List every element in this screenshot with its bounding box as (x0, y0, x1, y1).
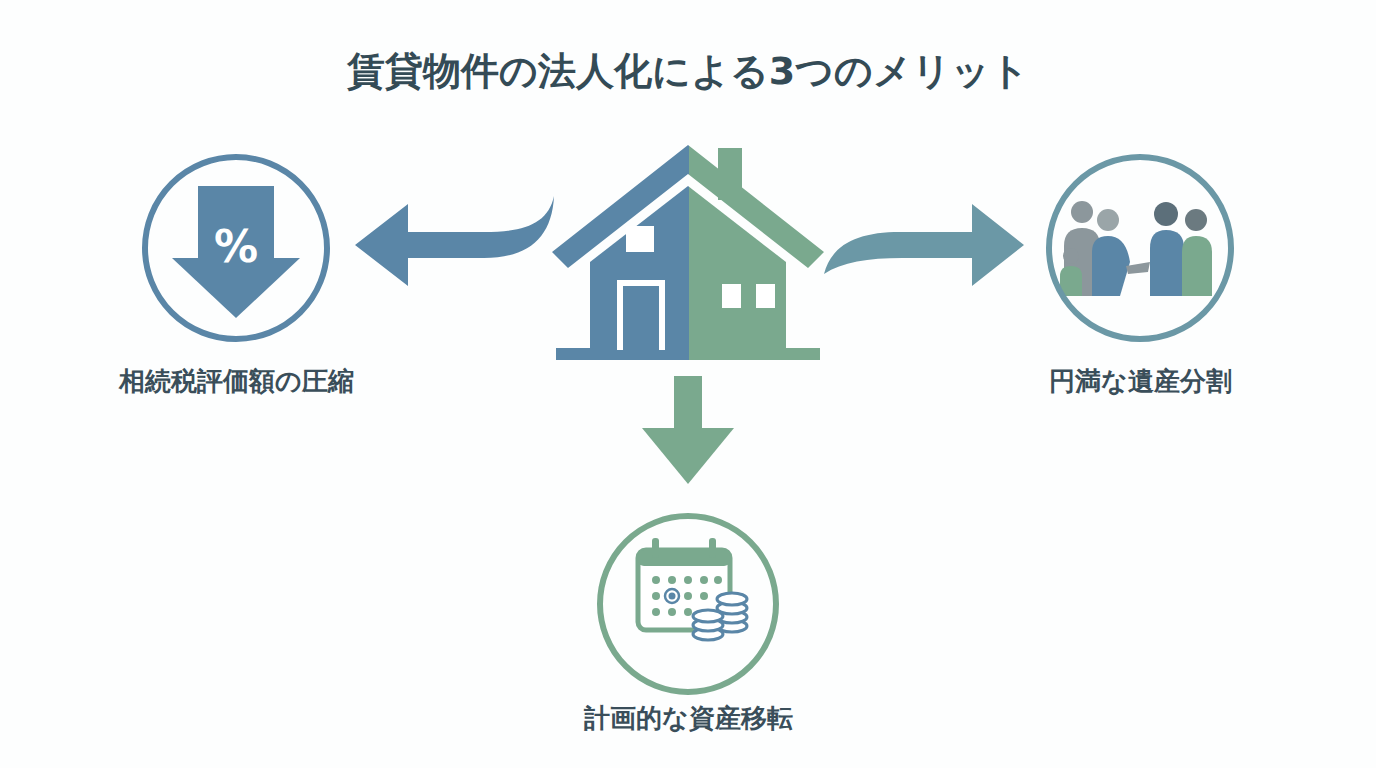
merit-label: 相続税評価額の圧縮 (119, 364, 354, 399)
merit-label: 円満な遺産分割 (1049, 364, 1232, 399)
calendar-coins-icon (638, 538, 747, 640)
circle-outline (597, 513, 779, 695)
percent-symbol: % (214, 221, 258, 272)
circle-border (600, 516, 776, 692)
merit-label: 計画的な資産移転 (584, 701, 793, 736)
circle-border (1049, 157, 1231, 339)
left-arrow (355, 196, 554, 286)
merit-circle: 計画的な資産移転 (597, 513, 779, 695)
circle-outline (1046, 154, 1234, 342)
house-illustration (552, 145, 824, 360)
merit-circle: 円満な遺産分割 (1046, 154, 1234, 342)
family-icon (1060, 201, 1212, 296)
diagram-title: 賃貸物件の法人化による3つのメリット (0, 46, 1376, 97)
down-percent-icon (172, 186, 300, 318)
down-arrow (642, 376, 734, 484)
right-arrow (824, 204, 1024, 286)
circle-border (145, 157, 327, 339)
